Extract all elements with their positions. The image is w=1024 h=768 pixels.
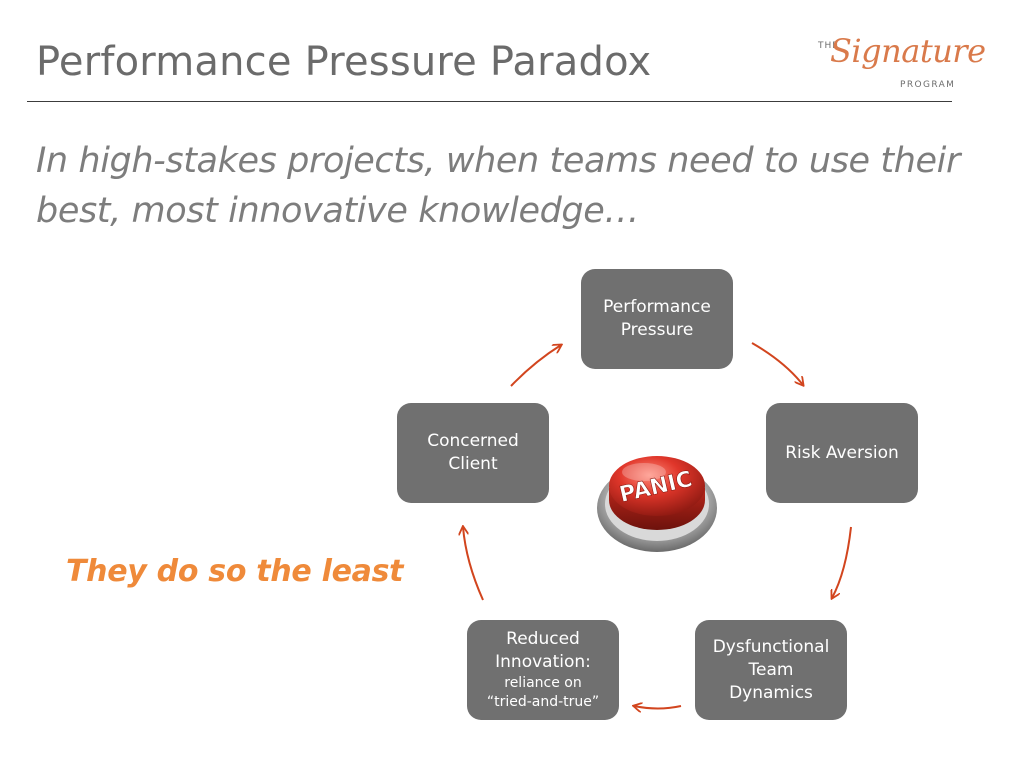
node-label: Client (448, 454, 498, 474)
arrow-risk-to-dysfunction (832, 526, 852, 598)
node-label: Dynamics (729, 682, 813, 703)
node-label: Dysfunctional (712, 636, 830, 657)
tagline: They do so the least (66, 554, 404, 589)
panic-button-top (609, 456, 705, 516)
logo-the: THE (818, 41, 839, 51)
signature-program-logo: THE Signature PROGRAM (818, 26, 986, 98)
arrow-pressure-to-risk (751, 342, 803, 385)
panic-button-highlight (622, 463, 666, 481)
title-divider (27, 101, 952, 102)
node-concerned-client: Concerned Client (397, 403, 549, 503)
panic-button-icon: PANIC (597, 456, 717, 552)
arrow-dysfunction-to-innovation (634, 706, 682, 709)
logo-program: PROGRAM (900, 80, 956, 90)
arrow-innovation-to-client (463, 527, 484, 601)
node-label: Risk Aversion (785, 442, 899, 463)
node-label: Pressure (620, 320, 694, 340)
slide-subtitle: In high-stakes projects, when teams need… (36, 141, 960, 231)
node-detail: reliance on (504, 675, 582, 691)
logo-signature: Signature (830, 32, 986, 70)
node-label: Performance (603, 297, 711, 317)
node-label: Team (748, 659, 794, 680)
arrow-client-to-pressure (510, 345, 561, 387)
node-performance-pressure: Performance Pressure (581, 269, 733, 369)
node-label: Concerned (427, 431, 519, 451)
node-label: Reduced (506, 629, 580, 649)
node-risk-aversion: Risk Aversion (766, 403, 918, 503)
slide-title: Performance Pressure Paradox (36, 39, 652, 85)
node-label: Innovation: (495, 652, 591, 672)
node-detail: “tried-and-true” (486, 694, 600, 710)
node-reduced-innovation: Reduced Innovation: reliance on “tried-a… (467, 620, 619, 720)
node-dysfunctional-team-dynamics: Dysfunctional Team Dynamics (695, 620, 847, 720)
